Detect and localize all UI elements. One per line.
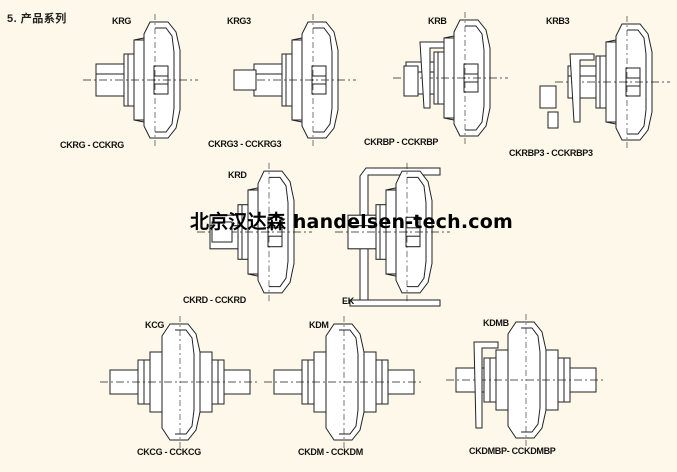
watermark: 北京汉达森 handelsen-tech.com	[190, 211, 513, 233]
model-bottom-label: CKDM - CCKDM	[298, 447, 363, 457]
model-bottom-label: CKCG - CCKCG	[137, 447, 201, 457]
model-bottom-label: CKRD - CCKRD	[183, 295, 246, 305]
model-top-label: EK	[342, 296, 354, 306]
model-top-label: KRG3	[227, 16, 251, 26]
model-top-label: KDMB	[483, 318, 509, 328]
model-top-label: KDM	[309, 320, 329, 330]
drawing-krd	[196, 162, 313, 302]
model-top-label: KRG	[112, 16, 132, 26]
drawing-kdmb	[445, 313, 607, 447]
model-bottom-label: CKRG - CCKRG	[60, 140, 124, 150]
drawing-kcg	[99, 315, 261, 449]
drawing-krg3	[233, 13, 357, 147]
drawing-ek	[334, 162, 451, 307]
drawing-krb	[392, 11, 509, 145]
drawing-krb3	[539, 15, 671, 149]
model-bottom-label: CKRG3 - CCKRG3	[208, 139, 282, 149]
model-bottom-label: CKRBP - CCKRBP	[364, 137, 439, 147]
section-title: 5. 产品系列	[7, 13, 67, 25]
model-top-label: KRB	[428, 16, 447, 26]
drawing-krg	[82, 13, 199, 147]
model-top-label: KCG	[145, 320, 165, 330]
drawing-kdm	[263, 315, 425, 449]
model-top-label: KRB3	[546, 16, 570, 26]
model-bottom-label: CKDMBP- CCKDMBP	[469, 446, 556, 456]
model-top-label: KRD	[228, 170, 247, 180]
model-bottom-label: CKRBP3 - CCKRBP3	[509, 148, 593, 158]
